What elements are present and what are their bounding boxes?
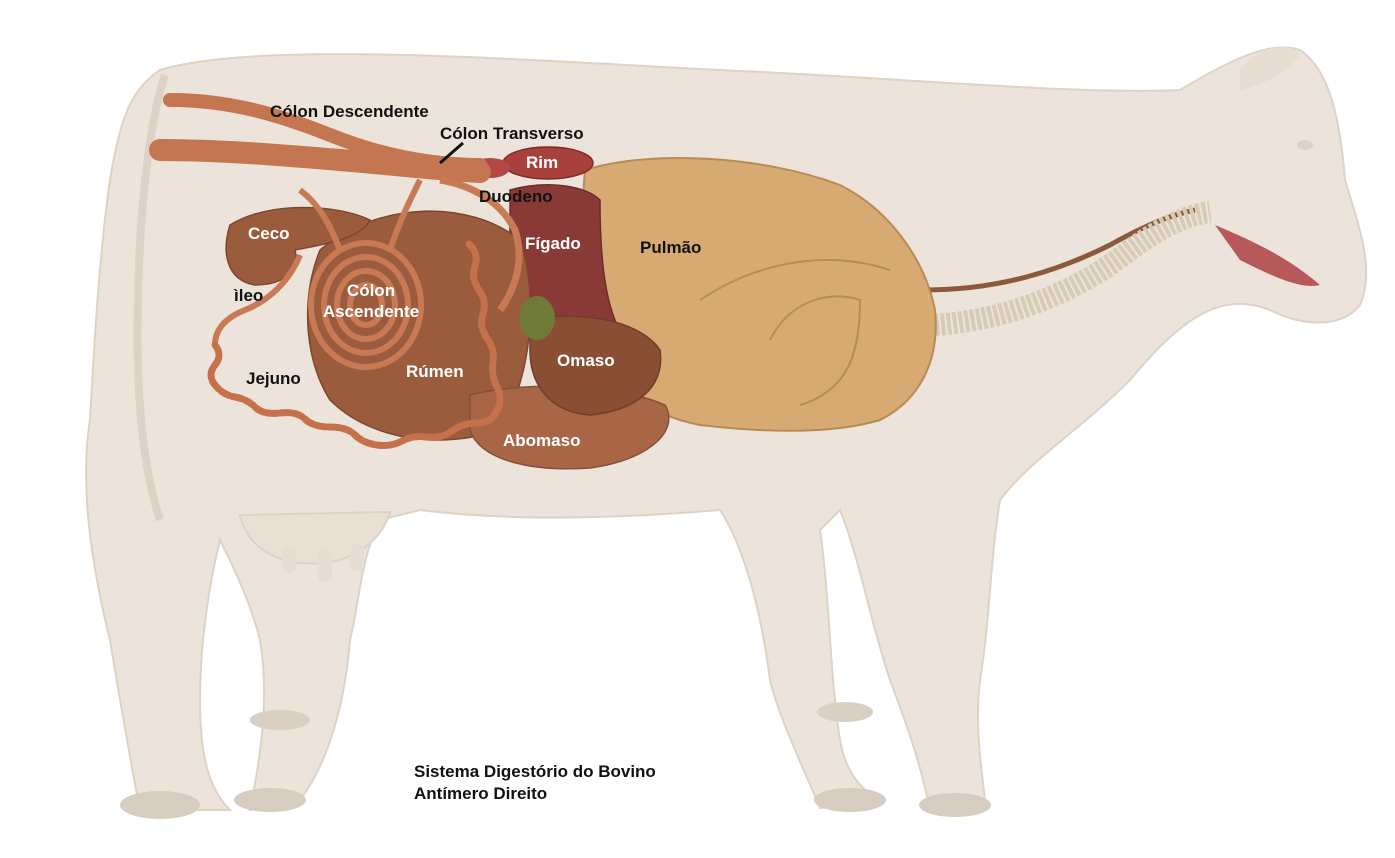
caption-line-1: Sistema Digestório do Bovino: [414, 762, 656, 781]
label-omaso: Omaso: [557, 351, 615, 370]
cow-hoof: [120, 791, 200, 819]
jejunum: [207, 240, 504, 449]
cow-ear: [1240, 46, 1300, 90]
tongue: [1215, 225, 1320, 286]
label-rumen: Rúmen: [406, 362, 464, 381]
label-colon-ascendente-line1: Cólon: [346, 281, 396, 300]
label-ceco: Ceco: [248, 224, 290, 243]
cow-hoof: [919, 793, 991, 817]
omasum: [529, 315, 662, 416]
cow-teat: [318, 550, 332, 582]
cow-hoof: [814, 788, 886, 812]
duodenum: [439, 176, 523, 313]
label-pulmao: Pulmão: [640, 238, 702, 257]
label-jejuno: Jejuno: [246, 369, 301, 388]
label-figado: Fígado: [525, 234, 581, 253]
cecum: [225, 206, 372, 286]
caption-line-2: Antímero Direito: [414, 784, 548, 803]
cow-tail: [133, 73, 169, 522]
cow-teat: [282, 545, 296, 573]
cow-hoof: [250, 710, 310, 730]
label-abomaso: Abomaso: [503, 431, 581, 450]
ileum: [212, 253, 303, 346]
colon-transverso-pointer: [439, 141, 464, 165]
ascending-colon: [298, 178, 424, 370]
gallbladder: [519, 296, 555, 340]
trachea: [934, 201, 1212, 336]
rectum: [149, 139, 491, 183]
cow-eye: [1297, 140, 1313, 150]
label-duodeno: Duodeno: [479, 187, 553, 206]
diagram-caption: Sistema Digestório do Bovino Antímero Di…: [414, 761, 656, 805]
lung-lobe-line: [769, 295, 862, 406]
label-ileo: ìleo: [234, 286, 264, 305]
label-rim: Rim: [526, 153, 559, 172]
label-colon-ascendente-line2: Ascendente: [322, 302, 420, 321]
cow-hoof: [817, 702, 873, 722]
lung-lobe-line: [699, 259, 891, 301]
cow-hoof: [234, 788, 306, 812]
label-colon-ascendente: Cólon Ascendente: [316, 280, 426, 322]
cow-teat: [350, 545, 364, 571]
label-colon-descendente: Cólon Descendente: [270, 102, 429, 121]
label-colon-transverso: Cólon Transverso: [440, 124, 584, 143]
